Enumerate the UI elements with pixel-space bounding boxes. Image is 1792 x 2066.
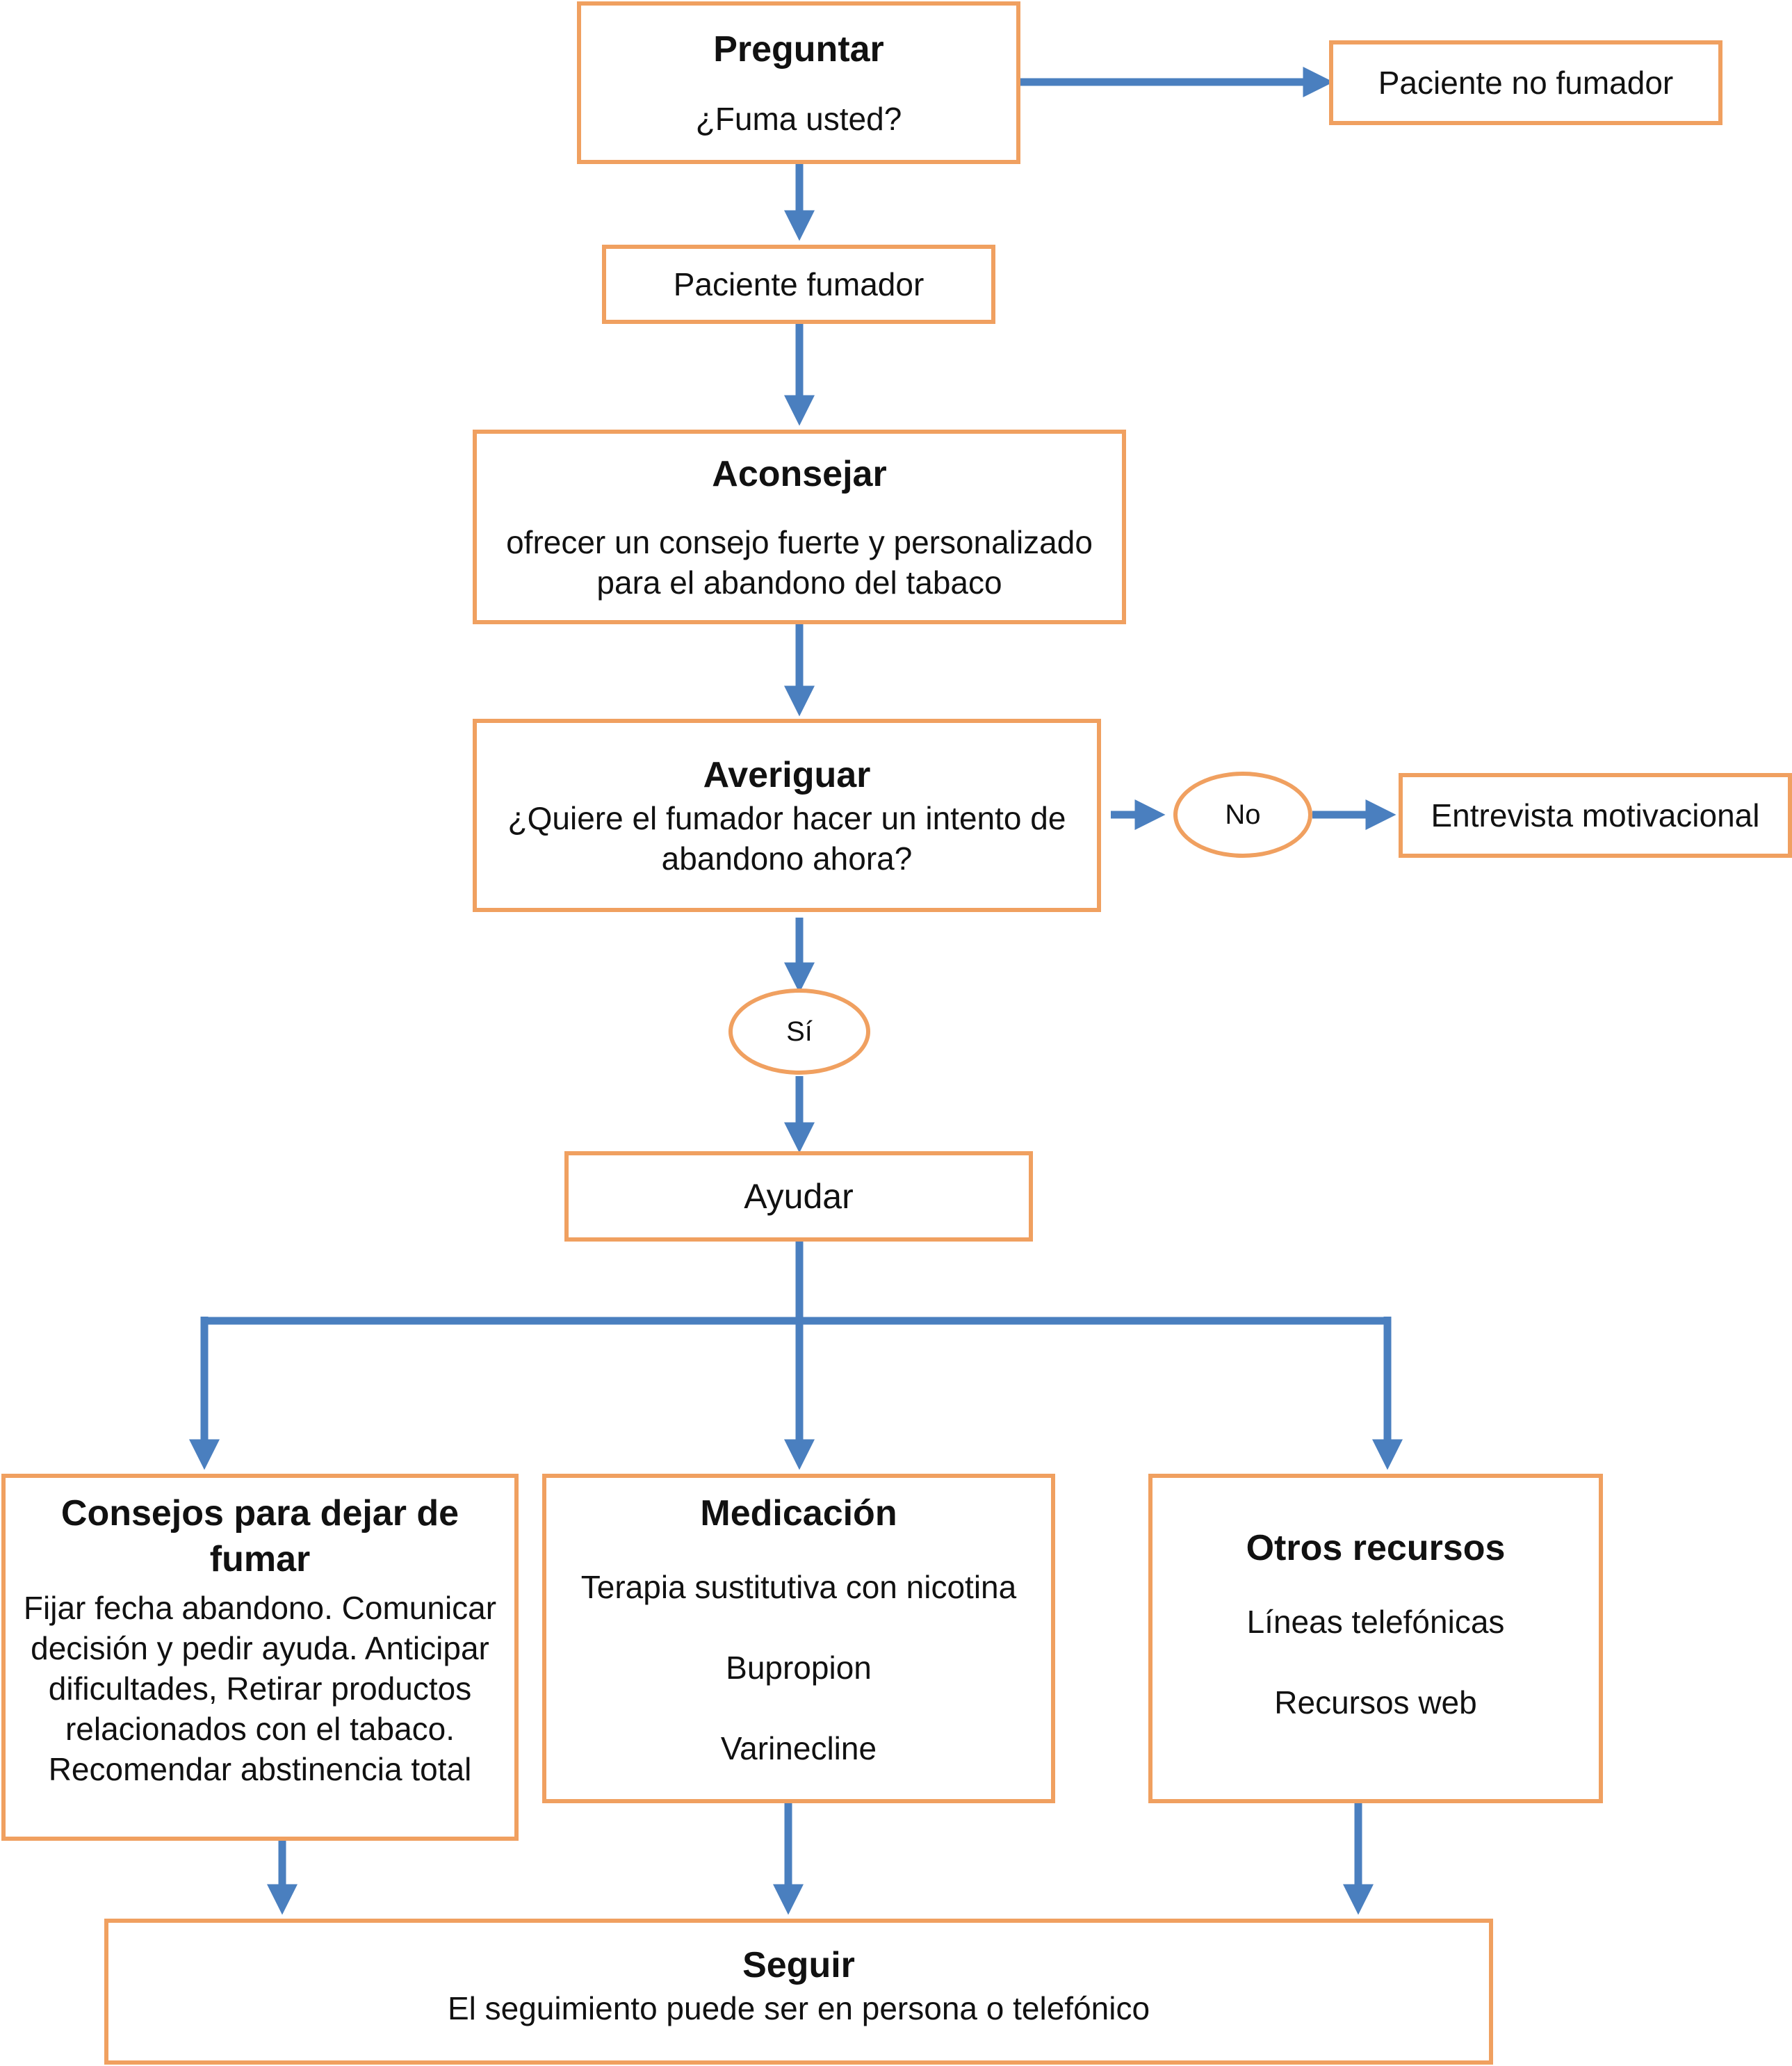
- seguir-title: Seguir: [742, 1945, 855, 1985]
- no-fumador-box: Paciente no fumador: [1329, 40, 1722, 125]
- medicacion-box: Medicación Terapia sustitutiva con nicot…: [542, 1474, 1055, 1803]
- consejos-line-5: Recomendar abstinencia total: [48, 1751, 472, 1787]
- averiguar-line1: ¿Quiere el fumador hacer un intento de: [507, 800, 1066, 836]
- otros-recursos-item-1: Líneas telefónicas: [1246, 1604, 1505, 1640]
- aconsejar-line2: para el abandono del tabaco: [596, 564, 1002, 601]
- medicacion-item-2: Bupropion: [726, 1650, 872, 1686]
- ayudar-label: Ayudar: [744, 1177, 854, 1216]
- averiguar-box: Averiguar ¿Quiere el fumador hacer un in…: [473, 719, 1101, 912]
- entrevista-label: Entrevista motivacional: [1431, 797, 1760, 833]
- fumador-label: Paciente fumador: [673, 266, 924, 302]
- si-label: Sí: [786, 1016, 813, 1047]
- consejos-line-2: decisión y pedir ayuda. Anticipar: [31, 1630, 489, 1666]
- aconsejar-box: Aconsejar ofrecer un consejo fuerte y pe…: [473, 430, 1126, 624]
- si-oval: Sí: [728, 989, 870, 1075]
- averiguar-title: Averiguar: [703, 755, 871, 795]
- preguntar-box: Preguntar ¿Fuma usted?: [577, 1, 1020, 164]
- seguir-box: Seguir El seguimiento puede ser en perso…: [104, 1919, 1493, 2065]
- preguntar-title: Preguntar: [713, 29, 884, 70]
- otros-recursos-title: Otros recursos: [1246, 1528, 1506, 1568]
- medicacion-title: Medicación: [700, 1493, 897, 1534]
- entrevista-box: Entrevista motivacional: [1399, 773, 1792, 858]
- fumador-box: Paciente fumador: [602, 245, 995, 324]
- medicacion-item-1: Terapia sustitutiva con nicotina: [580, 1569, 1017, 1605]
- consejos-title-line2: fumar: [209, 1539, 311, 1579]
- no-oval: No: [1173, 772, 1312, 858]
- otros-recursos-box: Otros recursos Líneas telefónicas Recurs…: [1148, 1474, 1603, 1803]
- consejos-line-3: dificultades, Retirar productos: [48, 1670, 472, 1707]
- consejos-line-4: relacionados con el tabaco.: [65, 1711, 455, 1747]
- seguir-text: El seguimiento puede ser en persona o te…: [447, 1990, 1150, 2026]
- connector-ayudar-branch: [204, 1240, 1387, 1325]
- aconsejar-line1: ofrecer un consejo fuerte y personalizad…: [506, 524, 1093, 560]
- preguntar-question: ¿Fuma usted?: [695, 101, 902, 137]
- otros-recursos-item-2: Recursos web: [1274, 1684, 1477, 1721]
- consejos-box: Consejos para dejar de fumar Fijar fecha…: [1, 1474, 519, 1841]
- no-label: No: [1225, 799, 1261, 830]
- aconsejar-title: Aconsejar: [712, 454, 887, 494]
- medicacion-item-3: Varinecline: [720, 1730, 877, 1766]
- consejos-line-1: Fijar fecha abandono. Comunicar: [23, 1590, 497, 1626]
- consejos-title-line1: Consejos para dejar de: [60, 1493, 459, 1534]
- averiguar-line2: abandono ahora?: [661, 840, 913, 877]
- ayudar-box: Ayudar: [564, 1151, 1033, 1242]
- no-fumador-label: Paciente no fumador: [1378, 65, 1674, 101]
